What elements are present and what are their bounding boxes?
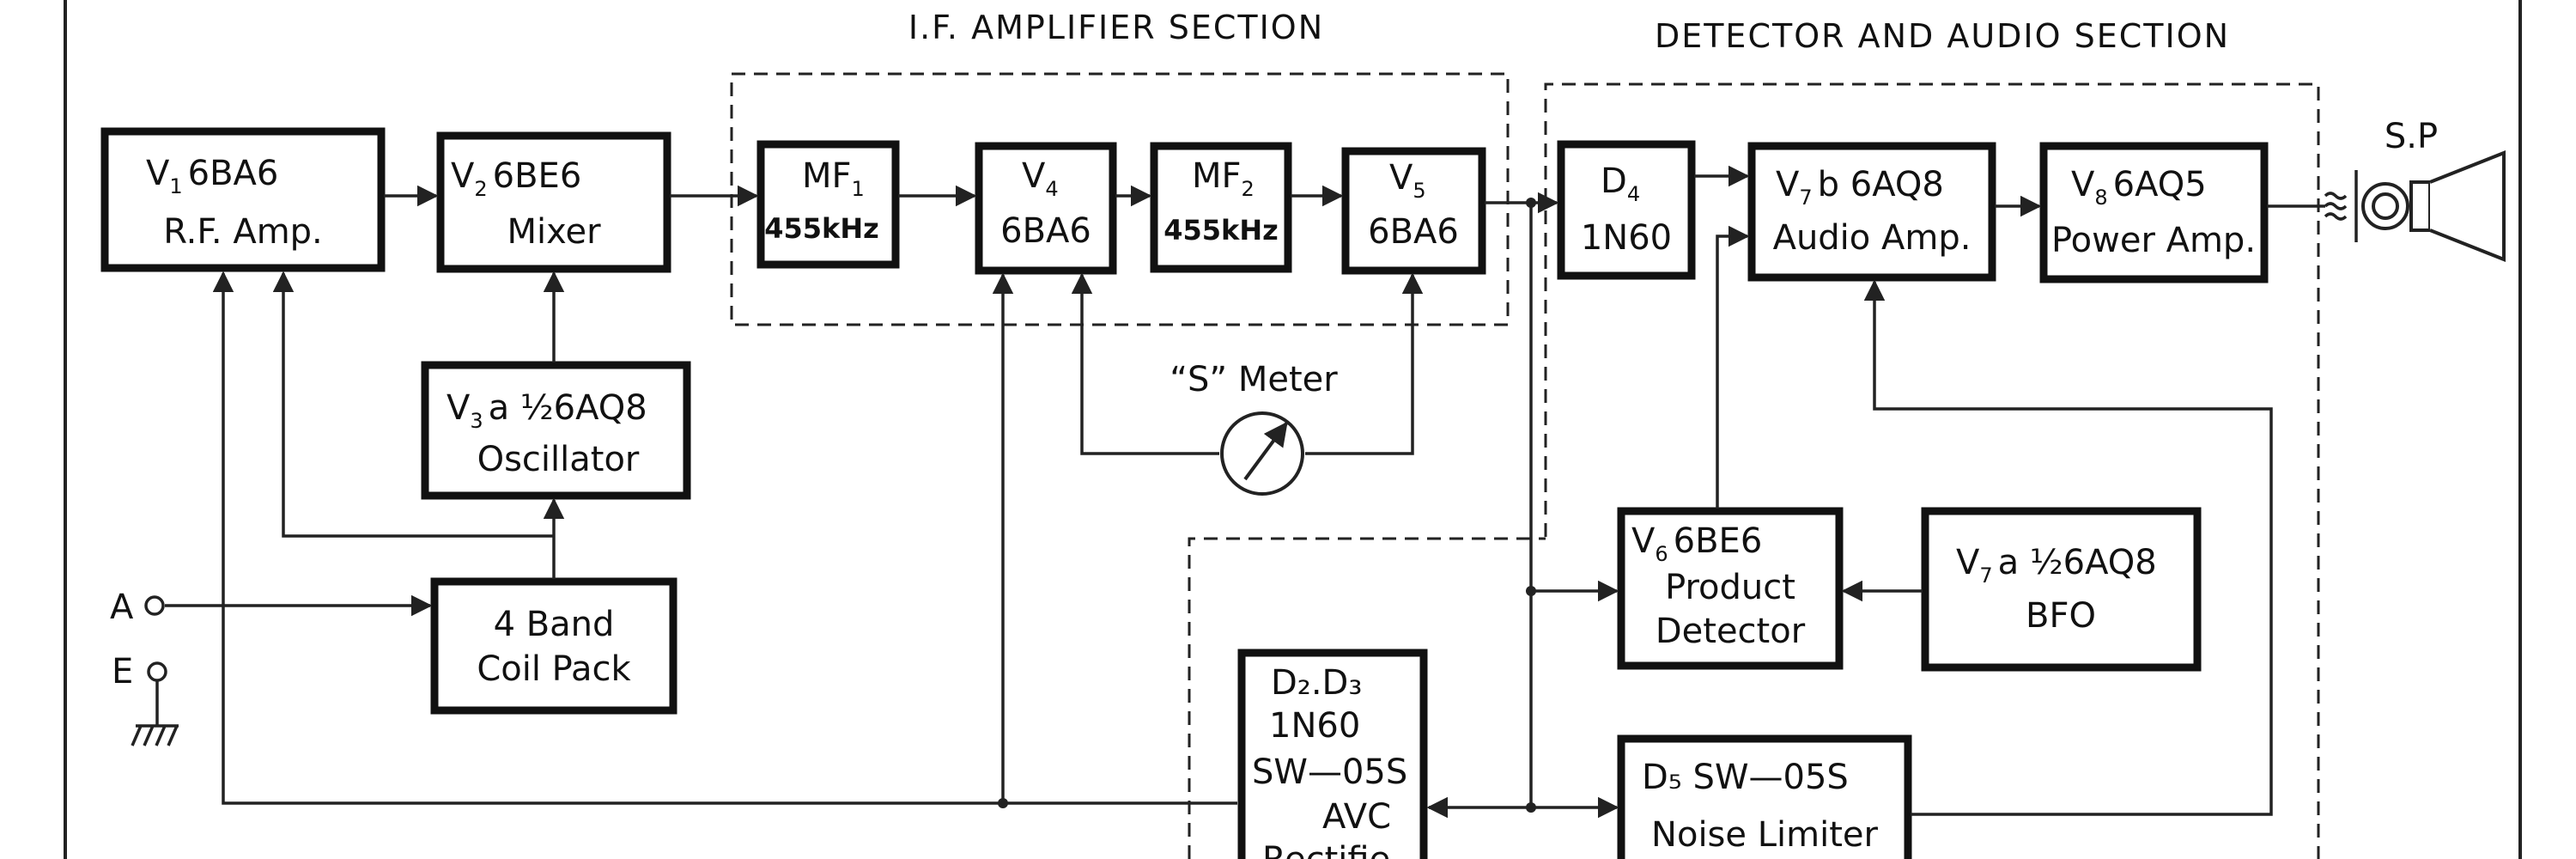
wire-product-to-audio xyxy=(1716,225,1750,509)
svg-text:Detector: Detector xyxy=(1656,612,1806,651)
svg-text:455kHz: 455kHz xyxy=(1163,214,1278,247)
mf1-filter-block: MF1 455kHz xyxy=(756,140,900,269)
svg-text:Mixer: Mixer xyxy=(507,212,601,252)
svg-text:1N60: 1N60 xyxy=(1581,218,1672,258)
avc-rectifier-block: D₂.D₃ 1N60 SW—05S AVC Rectifie xyxy=(1237,649,1428,859)
d4-detector-block: D4 1N60 xyxy=(1557,140,1696,280)
svg-text:BFO: BFO xyxy=(2026,596,2096,636)
svg-text:MF2: MF2 xyxy=(1192,156,1255,201)
wire-coil-to-rf xyxy=(272,271,554,538)
detector-section-title: DETECTOR AND AUDIO SECTION xyxy=(1655,17,2230,55)
speaker-label: S.P xyxy=(2385,117,2438,156)
wire-s-meter-left xyxy=(1071,272,1219,455)
ground-icon xyxy=(131,661,179,746)
svg-text:1N60: 1N60 xyxy=(1269,706,1360,746)
svg-text:Product: Product xyxy=(1665,568,1795,607)
svg-text:Power Amp.: Power Amp. xyxy=(2051,221,2256,260)
svg-text:V3a ½6AQ8: V3a ½6AQ8 xyxy=(447,388,647,433)
antenna-terminal-icon xyxy=(144,595,165,616)
svg-text:6BA6: 6BA6 xyxy=(1368,212,1459,252)
svg-text:V7a ½6AQ8: V7a ½6AQ8 xyxy=(1956,543,2157,588)
svg-text:Coil Pack: Coil Pack xyxy=(477,649,631,689)
svg-text:D₂.D₃: D₂.D₃ xyxy=(1271,663,1362,703)
svg-text:MF1: MF1 xyxy=(802,156,865,201)
v5-if-amp-block: V5 6BA6 xyxy=(1341,147,1486,275)
earth-label: E xyxy=(112,652,133,691)
speaker-icon xyxy=(2324,150,2506,262)
svg-text:D₅ SW—05S: D₅ SW—05S xyxy=(1642,758,1849,797)
mf2-filter-block: MF2 455kHz xyxy=(1150,142,1292,273)
noise-limiter-block: D₅ SW—05S Noise Limiter xyxy=(1617,734,1912,859)
v4-if-amp-block: V4 6BA6 xyxy=(975,142,1117,275)
svg-text:V7b 6AQ8: V7b 6AQ8 xyxy=(1776,165,1944,210)
wire-avc-bus xyxy=(212,271,1237,805)
wire-noise-limiter-return xyxy=(1863,279,2273,816)
antenna-label: A xyxy=(110,588,134,627)
svg-text:Rectifie: Rectifie xyxy=(1262,840,1390,859)
svg-text:V5: V5 xyxy=(1389,158,1426,203)
if-section-boundary xyxy=(730,72,1510,326)
svg-text:6BA6: 6BA6 xyxy=(1000,211,1091,251)
svg-text:Oscillator: Oscillator xyxy=(477,440,640,479)
svg-text:V4: V4 xyxy=(1022,156,1059,201)
svg-text:R.F. Amp.: R.F. Amp. xyxy=(163,212,323,252)
s-meter-label: “S” Meter xyxy=(1170,360,1338,399)
coil-pack-block: 4 Band Coil Pack xyxy=(430,577,677,715)
s-meter-icon xyxy=(1220,411,1304,496)
detector-section-boundary xyxy=(1544,82,2320,859)
svg-text:D4: D4 xyxy=(1601,161,1640,206)
svg-text:SW—05S: SW—05S xyxy=(1252,752,1407,792)
svg-text:AVC: AVC xyxy=(1322,797,1391,837)
svg-text:Noise Limiter: Noise Limiter xyxy=(1651,815,1878,855)
wire-s-meter-right xyxy=(1305,272,1424,455)
svg-text:4 Band: 4 Band xyxy=(494,605,615,644)
svg-text:Audio Amp.: Audio Amp. xyxy=(1773,218,1971,258)
if-section-title: I.F. AMPLIFIER SECTION xyxy=(908,9,1324,46)
avc-section-boundary xyxy=(1188,537,1546,859)
svg-text:455kHz: 455kHz xyxy=(764,212,878,245)
